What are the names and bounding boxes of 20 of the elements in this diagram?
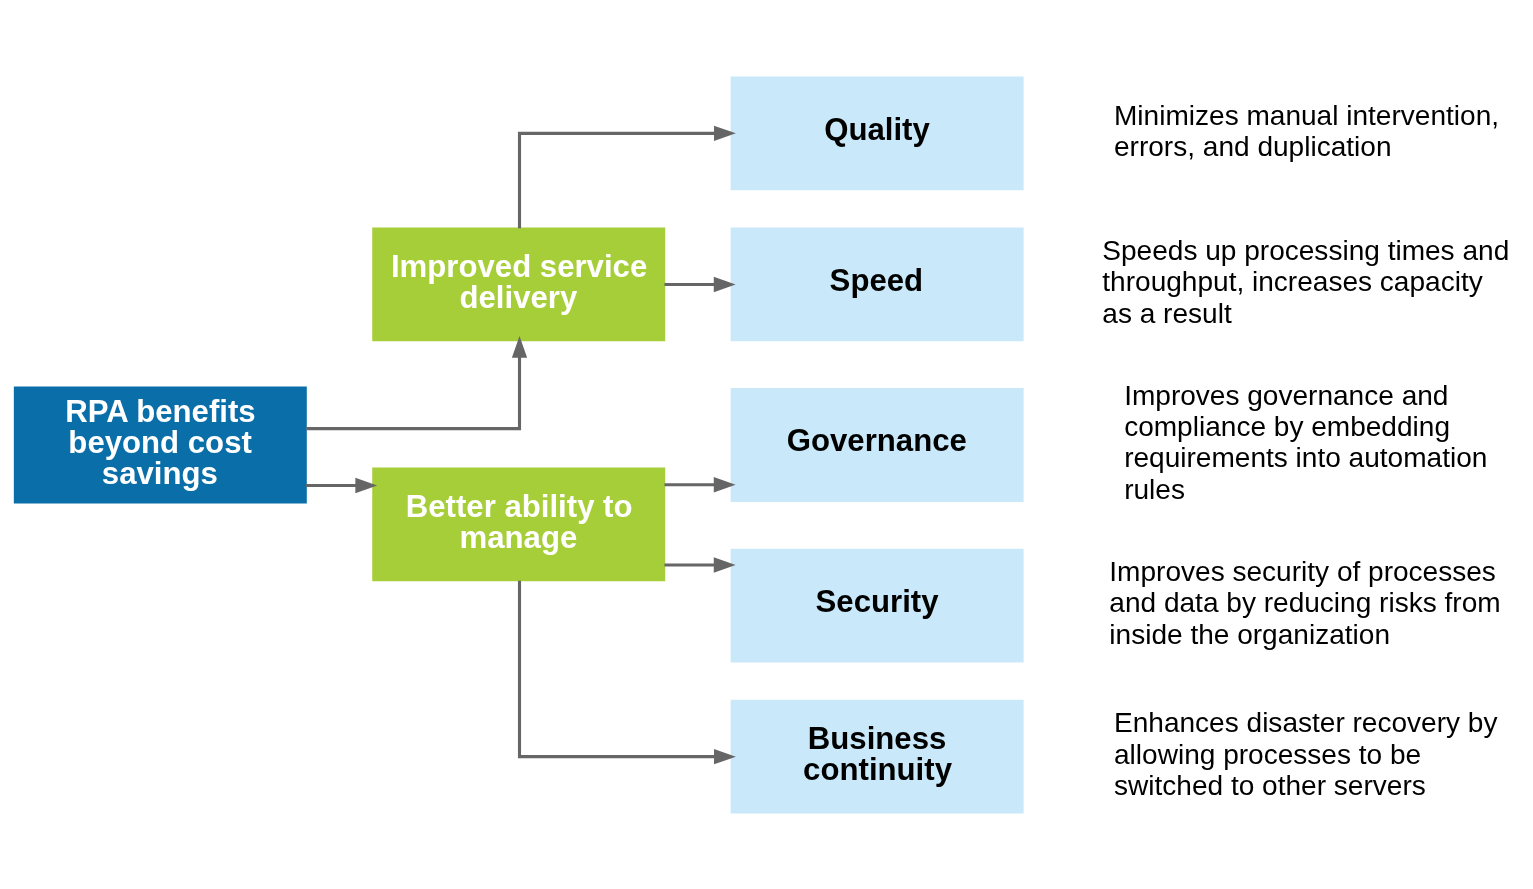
node-label: Minimizes manual intervention, errors, and duplication — [1114, 99, 1500, 162]
arrow — [306, 477, 378, 493]
arrow — [306, 335, 528, 430]
arrow — [664, 556, 736, 573]
node-label: Improves security of processes and data by reducing risks from inside the organization — [1109, 555, 1501, 650]
arrow — [664, 476, 736, 492]
arrow — [664, 276, 736, 292]
node-box: RPA benefits beyond cost savings — [13, 386, 307, 503]
node-box: Speed — [730, 227, 1024, 341]
node-label: Improves governance and compliance by embedding requirements into automation rules — [1124, 379, 1488, 505]
node-label: Speeds up processing times and throughput, increases capacity as a result — [1102, 234, 1510, 329]
node-box: Governance — [730, 387, 1024, 502]
node-box: Improved service delivery — [372, 227, 666, 341]
arrow — [517, 580, 736, 764]
arrow — [517, 125, 736, 228]
node-label: Enhances disaster recovery by allowing processes to be switched to other servers — [1114, 706, 1498, 801]
node-box: Quality — [730, 75, 1024, 190]
node-box: Security — [730, 548, 1024, 662]
node-box: Better ability to manage — [372, 467, 666, 581]
node-box: Business continuity — [730, 699, 1024, 814]
